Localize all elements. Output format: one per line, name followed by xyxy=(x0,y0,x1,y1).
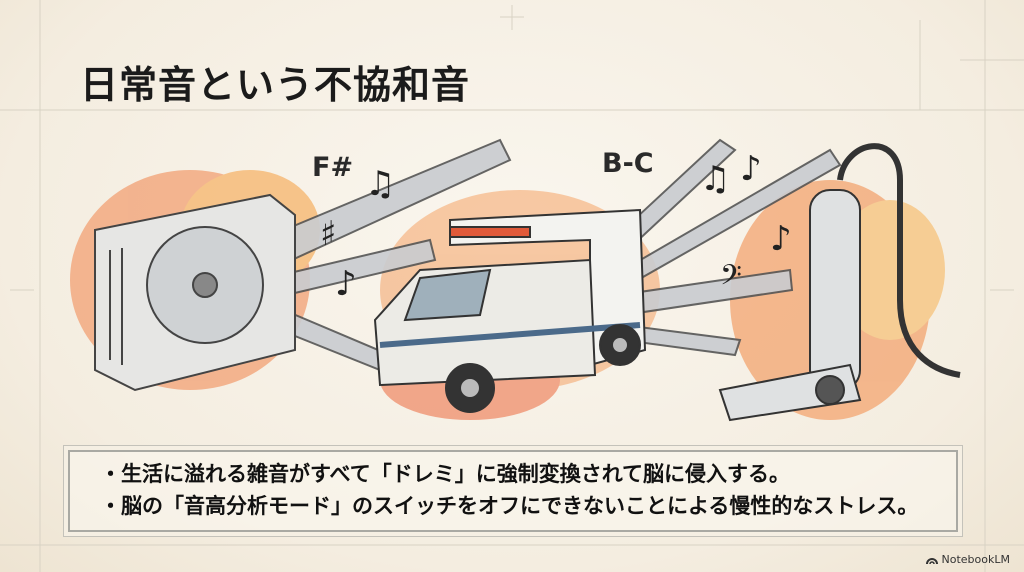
slide-title: 日常音という不協和音 xyxy=(80,63,471,107)
bullet-box: 生活に溢れる雑音がすべて「ドレミ」に強制変換されて脳に侵入する。 脳の「音高分析… xyxy=(68,450,958,532)
svg-text:♪: ♪ xyxy=(335,264,357,304)
air-conditioner-unit xyxy=(94,193,296,392)
svg-text:♪: ♪ xyxy=(740,149,762,189)
ambulance xyxy=(373,208,647,413)
ambulance-pitch-label: B-C xyxy=(602,148,654,179)
svg-text:♫: ♫ xyxy=(700,159,730,199)
illustration-noise-sources: ♫♪♯ ♫♪♪𝄢 xyxy=(70,138,961,422)
bullet-item: 脳の「音高分析モード」のスイッチをオフにできないことによる慢性的なストレス。 xyxy=(100,490,918,522)
bullet-list: 生活に溢れる雑音がすべて「ドレミ」に強制変換されて脳に侵入する。 脳の「音高分析… xyxy=(100,458,918,522)
svg-text:𝄢: 𝄢 xyxy=(720,259,742,299)
music-notes: ♫♪♯ ♫♪♪𝄢 xyxy=(320,149,792,304)
svg-text:♯: ♯ xyxy=(320,214,336,254)
bullet-item: 生活に溢れる雑音がすべて「ドレミ」に強制変換されて脳に侵入する。 xyxy=(100,458,918,490)
sound-beams xyxy=(253,138,842,372)
ac-pitch-label: F# xyxy=(312,152,354,183)
svg-text:♪: ♪ xyxy=(770,219,792,259)
vacuum-cleaner xyxy=(718,143,961,422)
notebooklm-logo-icon xyxy=(925,558,938,564)
brand-name: NotebookLM xyxy=(941,553,1010,566)
svg-text:♫: ♫ xyxy=(365,164,395,204)
brand-watermark: NotebookLM xyxy=(925,553,1010,566)
